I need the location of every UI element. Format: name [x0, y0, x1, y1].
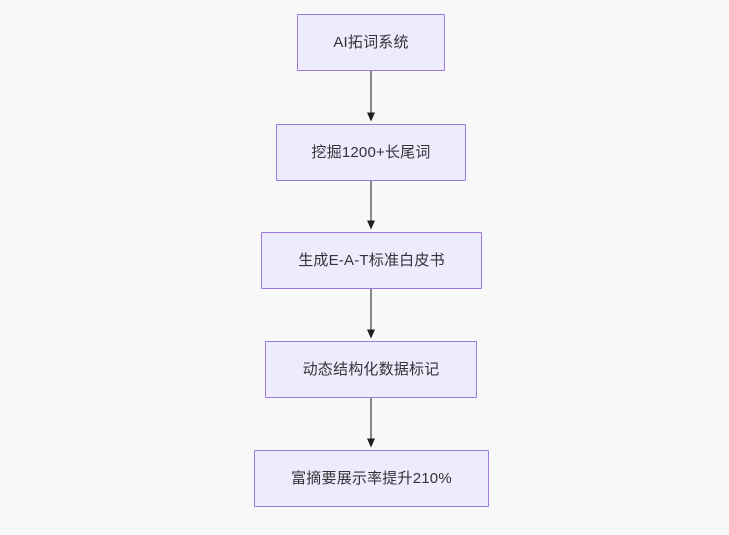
flow-node-label: 动态结构化数据标记 [302, 360, 440, 378]
flow-node-ai-keyword-system[interactable]: AI拓词系统 [297, 14, 445, 71]
flow-node-dynamic-structured-data-markup[interactable]: 动态结构化数据标记 [265, 341, 477, 398]
flow-node-label: 挖掘1200+长尾词 [311, 143, 431, 161]
flow-node-label: 生成E-A-T标准白皮书 [298, 251, 445, 269]
flow-node-label: AI拓词系统 [333, 33, 409, 51]
flow-node-rich-snippet-impression-uplift[interactable]: 富摘要展示率提升210% [254, 450, 489, 507]
flow-node-mine-longtail-keywords[interactable]: 挖掘1200+长尾词 [276, 124, 466, 181]
flow-node-label: 富摘要展示率提升210% [291, 469, 452, 487]
flow-node-generate-eat-whitepaper[interactable]: 生成E-A-T标准白皮书 [261, 232, 482, 289]
